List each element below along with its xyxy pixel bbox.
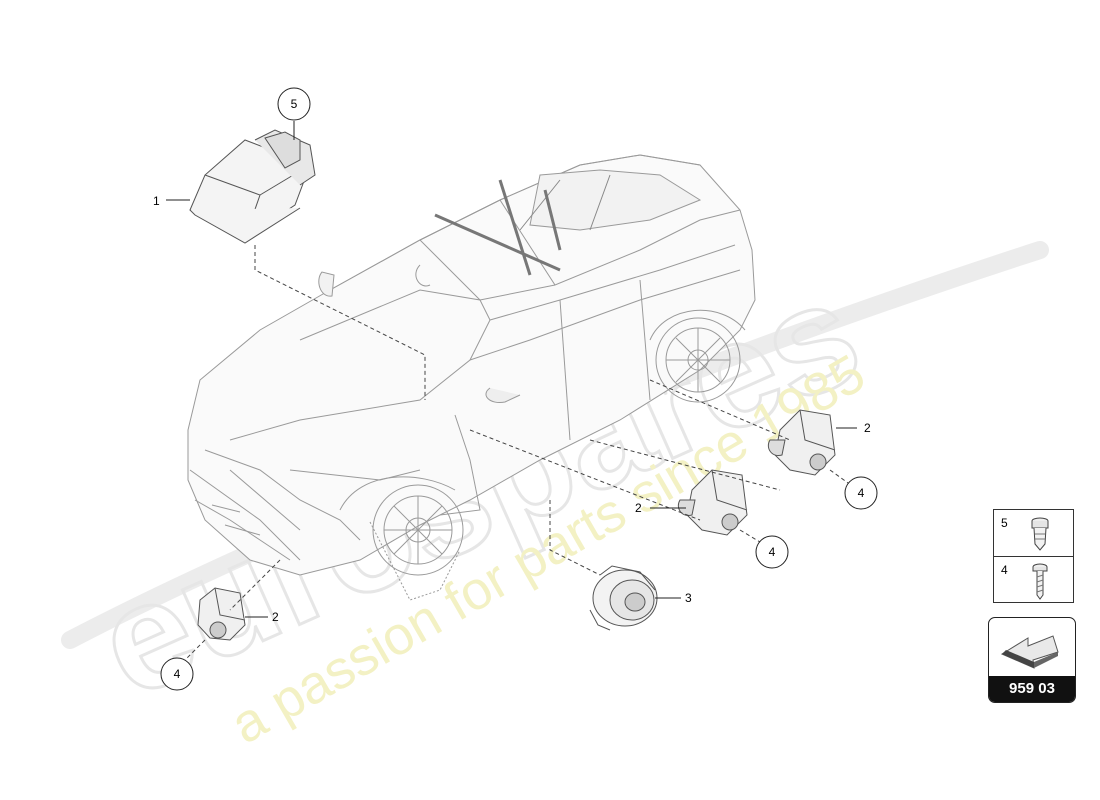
car-drawing	[187, 154, 756, 601]
legend-number: 4	[1001, 563, 1008, 577]
callout-label-4-front: 4	[174, 667, 181, 681]
clip-nut-icon	[1031, 517, 1049, 551]
arrow-right-icon	[1000, 635, 1059, 669]
callout-label-4-rear: 4	[858, 486, 865, 500]
fastener-legend: 5 4	[993, 509, 1074, 603]
callout-label-2-rear: 2	[864, 421, 871, 435]
callout-label-2-center: 2	[635, 501, 642, 515]
diagram-nav-button[interactable]: 959 03	[988, 617, 1076, 703]
screw-icon	[1032, 563, 1048, 600]
callout-circle-5	[277, 87, 311, 121]
callout-label-5: 5	[291, 97, 298, 111]
callout-circle-4-rear	[844, 476, 878, 510]
callout-label-3: 3	[685, 591, 692, 605]
legend-row-screw: 4	[994, 557, 1073, 603]
callout-label-1: 1	[153, 194, 160, 208]
callout-label-4-center: 4	[769, 545, 776, 559]
callout-circle-4-center	[755, 535, 789, 569]
control-unit-part	[189, 129, 316, 244]
sensor-part-center	[677, 469, 748, 536]
callout-label-2-front: 2	[272, 610, 279, 624]
sensor-part-rear	[767, 409, 836, 476]
callouts: 1 5 2 4 2 4 3 2 4	[153, 87, 878, 691]
legend-number: 5	[1001, 516, 1008, 530]
disc-part	[589, 565, 658, 631]
diagram-code: 959 03	[989, 676, 1075, 702]
callout-circle-4-front	[160, 657, 194, 691]
legend-row-clip-nut: 5	[994, 510, 1073, 557]
sensor-part-front	[197, 587, 246, 641]
callout-leaders	[166, 121, 857, 618]
leader-lines	[184, 245, 856, 661]
